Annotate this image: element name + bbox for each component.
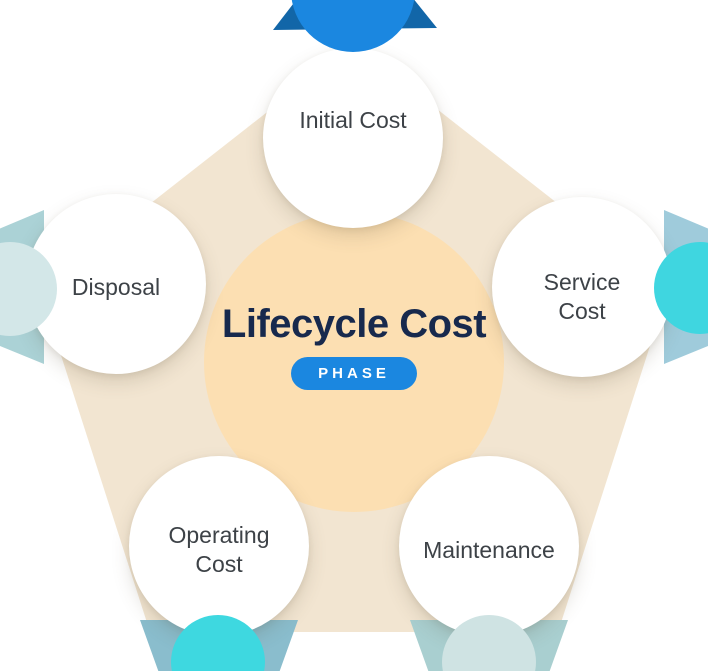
diagram-title: Lifecycle Cost (221, 302, 487, 346)
center-text-block: Lifecycle Cost PHASE (204, 302, 504, 390)
node-initial-cost: Initial Cost (263, 48, 443, 228)
node-service-cost: Service Cost (492, 197, 672, 377)
phase-badge: PHASE (291, 357, 417, 390)
node-initial-cost-label: Initial Cost (299, 106, 407, 133)
node-operating-cost-label: Operating Cost (168, 522, 270, 577)
node-service-cost-label: Service Cost (543, 269, 621, 324)
node-maintenance: Maintenance (399, 456, 579, 636)
node-maintenance-label: Maintenance (423, 536, 555, 563)
node-disposal-label: Disposal (71, 273, 161, 300)
node-operating-cost: Operating Cost (129, 456, 309, 636)
